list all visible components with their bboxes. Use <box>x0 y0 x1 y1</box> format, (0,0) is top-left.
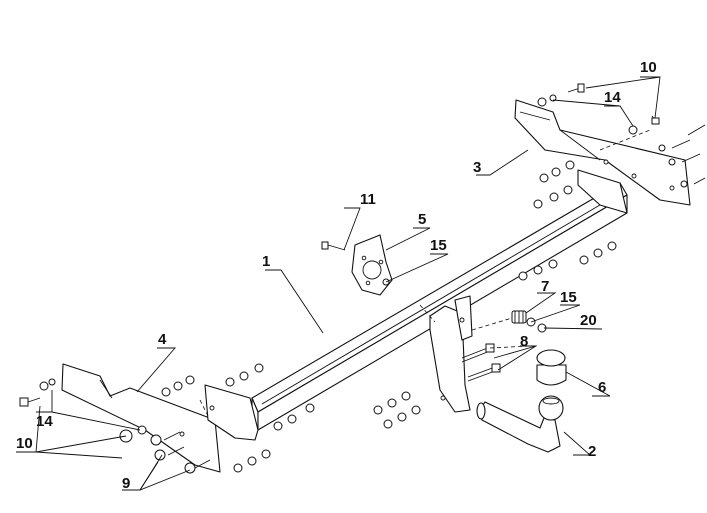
bolts-left-lower <box>19 378 211 474</box>
callout-8: 8 <box>520 333 528 350</box>
callouts: 1 2 3 4 5 6 7 8 9 10 10 11 14 14 15 15 2… <box>16 59 657 492</box>
callout-6: 6 <box>598 379 606 396</box>
spring-and-washer <box>511 310 547 333</box>
center-drop-plate <box>429 295 473 413</box>
callout-2: 2 <box>588 443 596 460</box>
callout-20: 20 <box>580 312 597 329</box>
callout-11: 11 <box>360 191 376 208</box>
callout-15-upper: 15 <box>430 237 447 254</box>
nuts-washers-right <box>518 160 617 281</box>
cross-beam <box>251 182 628 431</box>
leader-lines <box>16 76 706 491</box>
callout-7: 7 <box>541 278 549 295</box>
nuts-washers-left <box>161 363 421 473</box>
callout-9: 9 <box>122 475 130 492</box>
left-side-bracket <box>61 363 259 473</box>
callout-15-lower: 15 <box>560 289 577 306</box>
callout-1: 1 <box>262 253 270 270</box>
callout-10-left: 10 <box>16 435 33 452</box>
callout-10-top: 10 <box>640 59 657 76</box>
callout-4: 4 <box>158 331 167 348</box>
callout-14-left: 14 <box>36 413 53 430</box>
callout-5: 5 <box>418 211 426 228</box>
alignment-lines <box>199 129 651 417</box>
bolts-right-top <box>537 83 706 188</box>
socket-plate <box>351 234 393 296</box>
long-bolts <box>461 343 501 382</box>
ball-cover-cap <box>536 349 567 386</box>
tow-ball-neck <box>476 395 564 453</box>
right-side-bracket <box>514 99 691 214</box>
callout-14-top: 14 <box>604 89 621 106</box>
callout-3: 3 <box>473 159 481 176</box>
